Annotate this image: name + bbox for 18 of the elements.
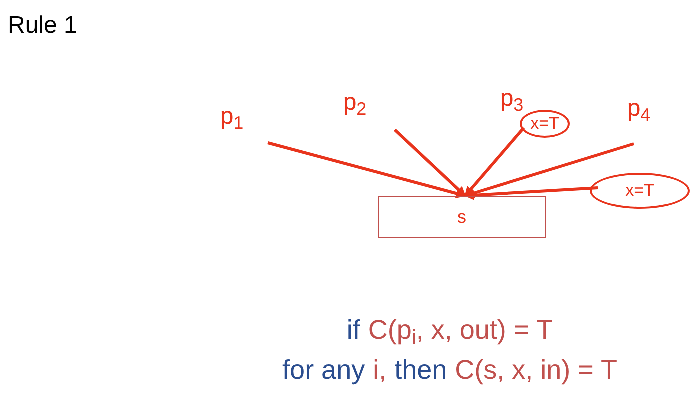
formula-text: i, [373, 354, 387, 387]
circled-note: x=T [520, 110, 570, 138]
slide-title: Rule 1 [8, 11, 78, 41]
circled-note: x=T [590, 173, 690, 209]
arrow [394, 128, 466, 198]
arrow [464, 142, 634, 198]
formula-text: C(p$_{i}$, x, out) = T [368, 314, 554, 350]
formula-text: if [346, 314, 360, 347]
arrow [464, 127, 526, 197]
node-label: p$_{2}$ [335, 86, 375, 120]
formula-text: then [394, 354, 448, 387]
node-label: p$_{4}$ [618, 92, 660, 126]
arrow [268, 142, 466, 198]
node-label: p$_{1}$ [212, 100, 252, 134]
formula-text: C(s, x, in) = T [455, 354, 618, 387]
process-box: s [378, 196, 546, 238]
formula-text: for any [282, 354, 366, 387]
arrow [464, 186, 598, 200]
